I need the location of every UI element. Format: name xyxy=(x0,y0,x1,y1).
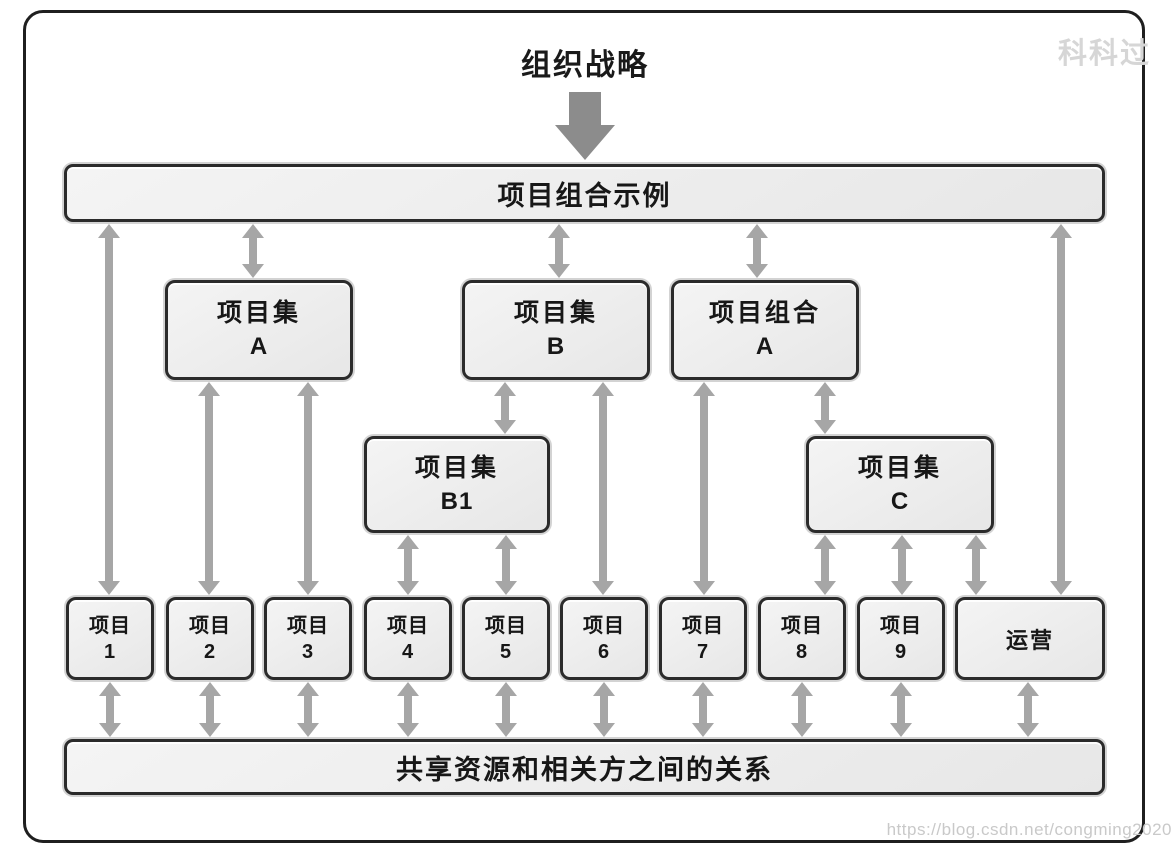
connector-arrow xyxy=(891,535,913,595)
connector-arrow xyxy=(495,682,517,737)
project-7-label: 项目 xyxy=(682,614,724,637)
project-5-box: 项目 5 xyxy=(462,597,550,680)
project-9-label: 项目 xyxy=(880,614,922,637)
project-1-num: 1 xyxy=(103,640,117,663)
connector-arrow xyxy=(397,682,419,737)
program-b1-id: B1 xyxy=(440,487,474,515)
connector-arrow xyxy=(692,682,714,737)
project-9-box: 项目 9 xyxy=(857,597,945,680)
project-8-box: 项目 8 xyxy=(758,597,846,680)
project-5-num: 5 xyxy=(499,640,513,663)
connector-arrow xyxy=(592,382,614,595)
project-4-box: 项目 4 xyxy=(364,597,452,680)
program-c-box: 项目集 C xyxy=(806,436,994,533)
program-a-label: 项目集 xyxy=(216,299,301,327)
project-4-label: 项目 xyxy=(387,614,429,637)
connector-arrow xyxy=(297,682,319,737)
project-8-num: 8 xyxy=(795,640,809,663)
connector-arrow xyxy=(99,682,121,737)
project-8-label: 项目 xyxy=(781,614,823,637)
connector-arrow xyxy=(198,382,220,595)
portfolio-bar: 项目组合示例 xyxy=(64,164,1105,222)
program-a-id: A xyxy=(249,333,269,360)
connector-arrow xyxy=(814,535,836,595)
project-2-box: 项目 2 xyxy=(166,597,254,680)
connector-arrow xyxy=(693,382,715,595)
project-6-box: 项目 6 xyxy=(560,597,648,680)
program-a-box: 项目集 A xyxy=(165,280,353,380)
project-4-num: 4 xyxy=(401,640,415,663)
project-5-label: 项目 xyxy=(485,614,527,637)
strategy-down-arrow-icon xyxy=(555,92,615,160)
project-1-label: 项目 xyxy=(89,614,131,637)
connector-arrow xyxy=(1017,682,1039,737)
program-b-box: 项目集 B xyxy=(462,280,650,380)
portfolio-a-box: 项目组合 A xyxy=(671,280,859,380)
org-strategy-title: 组织战略 xyxy=(521,49,649,82)
connector-arrow xyxy=(98,224,120,595)
project-9-num: 9 xyxy=(894,640,908,663)
program-c-label: 项目集 xyxy=(857,453,942,482)
project-3-num: 3 xyxy=(301,640,315,663)
connector-arrow xyxy=(1050,224,1072,595)
project-7-box: 项目 7 xyxy=(659,597,747,680)
connector-arrow xyxy=(791,682,813,737)
portfolio-a-id: A xyxy=(755,333,775,360)
outer-frame xyxy=(23,10,1145,843)
portfolio-bar-label: 项目组合示例 xyxy=(497,180,672,211)
connector-arrow xyxy=(199,682,221,737)
project-2-label: 项目 xyxy=(189,614,231,637)
connector-arrow xyxy=(397,535,419,595)
connector-arrow xyxy=(965,535,987,595)
connector-arrow xyxy=(746,224,768,278)
program-b1-box: 项目集 B1 xyxy=(364,436,550,533)
project-1-box: 项目 1 xyxy=(66,597,154,680)
connector-arrow xyxy=(548,224,570,278)
connector-arrow xyxy=(593,682,615,737)
program-b-id: B xyxy=(546,333,566,360)
operations-box: 运营 xyxy=(955,597,1105,680)
connector-arrow xyxy=(495,535,517,595)
shared-resources-label: 共享资源和相关方之间的关系 xyxy=(396,754,773,785)
program-b1-label: 项目集 xyxy=(414,453,499,482)
connector-arrow xyxy=(242,224,264,278)
watermark-top-right: 科科过 xyxy=(1058,38,1152,70)
connector-arrow xyxy=(494,382,516,434)
connector-arrow xyxy=(814,382,836,434)
connector-arrow xyxy=(890,682,912,737)
portfolio-a-label: 项目组合 xyxy=(708,299,821,327)
project-6-label: 项目 xyxy=(583,614,625,637)
shared-resources-bar: 共享资源和相关方之间的关系 xyxy=(64,739,1105,795)
project-7-num: 7 xyxy=(696,640,710,663)
watermark-bottom-right: https://blog.csdn.net/congming2020 xyxy=(886,820,1172,839)
program-c-id: C xyxy=(890,487,910,515)
program-b-label: 项目集 xyxy=(513,299,598,327)
project-3-label: 项目 xyxy=(287,614,329,637)
project-3-box: 项目 3 xyxy=(264,597,352,680)
project-6-num: 6 xyxy=(597,640,611,663)
project-2-num: 2 xyxy=(203,640,217,663)
operations-label: 运营 xyxy=(1005,627,1054,653)
connector-arrow xyxy=(297,382,319,595)
